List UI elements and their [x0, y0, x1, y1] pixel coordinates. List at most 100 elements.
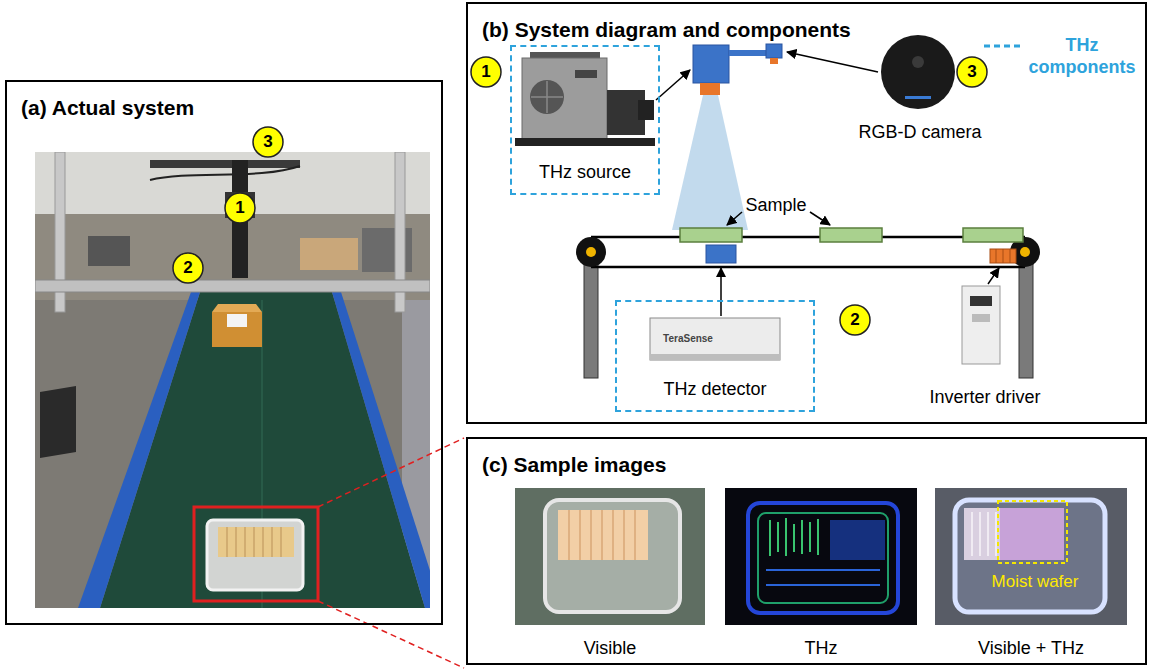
callout-circle [253, 127, 283, 157]
part-name: RGB-D camera [858, 122, 981, 143]
source-fan [530, 80, 564, 114]
panel-title: (c) Sample images [482, 453, 666, 477]
roller-axle [586, 247, 596, 257]
system-photo [35, 152, 430, 608]
wafer-signal [770, 518, 818, 556]
callout-number: 3 [263, 132, 272, 152]
parcel-top [212, 304, 262, 312]
sample-block [680, 228, 742, 242]
image-caption: Visible + THz [978, 638, 1084, 659]
callout-circle [173, 253, 203, 283]
photo-ground [35, 152, 430, 608]
callout-number: 2 [850, 310, 859, 330]
inverter-body [962, 286, 1000, 364]
label-anchor: TeraSense [663, 328, 713, 346]
panel: (a) Actual system [5, 80, 443, 625]
callout-circles [173, 57, 987, 335]
source-handle [530, 52, 600, 58]
conveyor-diagram [576, 228, 1040, 378]
legend-text: THz components [1026, 34, 1138, 78]
conveyor-rail-photo [78, 292, 200, 608]
brand-mark: TeraSense [663, 333, 713, 344]
container-edge [766, 570, 880, 585]
label-anchor: 3 [263, 132, 272, 152]
source-panel [575, 70, 597, 78]
detector-beam [35, 280, 430, 292]
label-anchor: 2 [183, 258, 192, 278]
conveyor-leg [584, 262, 598, 378]
fan-grille [531, 81, 563, 113]
pointer-arrow [810, 212, 830, 225]
wafers-overlay [964, 508, 1064, 560]
source-horn [638, 100, 654, 120]
image-ground [935, 488, 1127, 625]
part-name: Inverter driver [929, 387, 1040, 408]
pointer-arrow [727, 212, 742, 225]
highlight-box [194, 507, 318, 601]
inverter-picture [962, 286, 1000, 364]
thz-source-picture [515, 52, 655, 146]
callout-number: 3 [967, 62, 976, 82]
highlight-box [998, 501, 1067, 563]
emitter-lens [700, 83, 720, 95]
label-anchor: Sample [745, 195, 806, 216]
sample-block [820, 228, 882, 242]
label-anchor: 2 [850, 310, 859, 330]
source-base [515, 138, 655, 146]
label-anchor: 3 [967, 62, 976, 82]
camera-light [905, 96, 931, 99]
label-anchor: 1 [235, 198, 244, 218]
conveyor-rail-photo [332, 292, 430, 608]
inverter-display [970, 296, 992, 306]
panel: (c) Sample images [466, 437, 1147, 665]
thz-emitter [693, 45, 729, 83]
parcel-label [227, 314, 247, 327]
sample-block [963, 228, 1023, 242]
container-outline [758, 513, 888, 603]
roller-axle [1020, 247, 1030, 257]
conveyor-leg [1019, 262, 1033, 378]
thz-detector-unit [706, 245, 736, 263]
photo-clutter [88, 236, 130, 266]
camera-mount [766, 44, 782, 58]
wafer-dividers [227, 527, 281, 557]
pointer-arrow [720, 268, 722, 316]
label-anchor: Inverter driver [929, 387, 1040, 408]
container-outline [748, 503, 898, 613]
camera-lens [770, 58, 778, 64]
panel-title: (b) System diagram and components [482, 18, 851, 42]
part-name: Sample [745, 195, 806, 216]
pointer-arrow [656, 70, 690, 100]
camera-sensor [912, 56, 924, 68]
belt-line [591, 236, 1025, 239]
mount-arm [729, 50, 767, 56]
panel-title: (a) Actual system [21, 96, 194, 120]
component-name: THz detector [663, 379, 766, 400]
wafer-dividers [569, 510, 635, 560]
detector-base [650, 354, 780, 360]
rgbd-camera-picture [881, 35, 955, 109]
image-ground [725, 488, 917, 625]
gantry-top-rail [150, 160, 300, 168]
belt-line [591, 266, 1025, 269]
inverter-keys [972, 314, 990, 322]
thz-image [725, 488, 917, 625]
image-ground [515, 488, 705, 625]
legend-line-sample [984, 45, 1022, 48]
label-anchor: Moist wafer [992, 572, 1079, 592]
photo-laptop [40, 386, 76, 458]
motor-unit [990, 249, 1016, 263]
motor-fins [996, 249, 1010, 263]
component-name: THz source [539, 162, 631, 183]
moist-region [830, 520, 885, 560]
wafer-dividers [972, 512, 996, 556]
label-anchor: Visible + THz [978, 638, 1084, 659]
label-anchor: Visible [584, 638, 637, 659]
sample-container [207, 520, 303, 590]
parcel-box [212, 312, 262, 347]
pointer-arrow [787, 52, 878, 72]
thz-beam [672, 95, 748, 230]
wafers [558, 510, 648, 560]
callout-number: 1 [481, 62, 490, 82]
